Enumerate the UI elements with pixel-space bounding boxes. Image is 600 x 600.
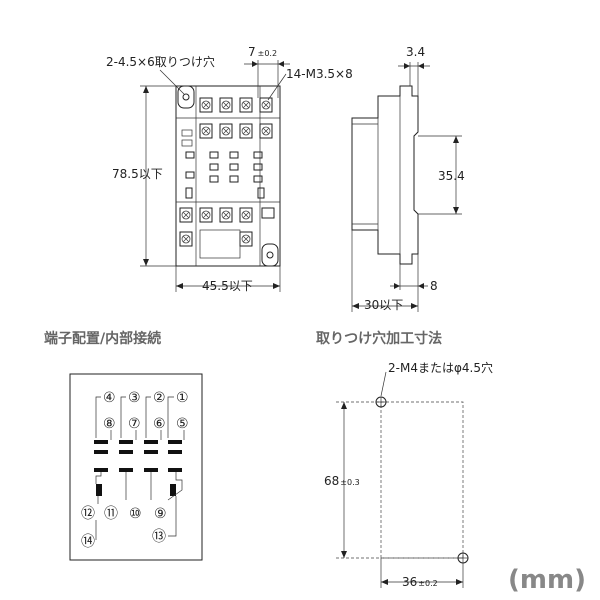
cutout-hole-bottom-icon xyxy=(457,552,469,564)
terminal-8: ⑧ xyxy=(103,416,116,432)
terminals-label: 14-M3.5×8 xyxy=(286,67,353,81)
terminal-1: ① xyxy=(176,390,189,406)
coil-icon xyxy=(96,484,102,496)
wiring-title: 端子配置/内部接続 xyxy=(44,330,161,347)
width-dimension-label: 45.5以下 xyxy=(202,279,253,293)
contact-slots xyxy=(185,151,265,199)
pitch-dimension-label: 7±0.2 xyxy=(248,45,277,59)
mount-holes-label: 2-4.5×6取りつけ穴 xyxy=(106,54,215,69)
wiring-diagram: ④ ③ ② ① ⑧ ⑦ ⑥ ⑤ xyxy=(69,373,203,561)
screw-terminal-row-4 xyxy=(179,229,253,259)
rail-height-label: 35.4 xyxy=(438,169,465,183)
terminal-14: ⑭ xyxy=(81,534,95,550)
rail-depth-label: 8 xyxy=(430,279,438,293)
socket-top-view: 7±0.2 2-4.5×6取りつけ穴 14-M3.5×8 78.5以下 45.5… xyxy=(106,45,353,293)
socket-side-view: 3.4 35.4 8 30以下 xyxy=(351,45,465,312)
screw-terminal-row-3 xyxy=(179,207,275,223)
terminal-2: ② xyxy=(153,390,166,406)
terminal-10: ⑩ xyxy=(129,506,142,522)
wiring-frame xyxy=(69,373,203,561)
mounting-hole-bottom-icon xyxy=(261,243,279,267)
socket-body-outline xyxy=(175,85,281,267)
terminal-12: ⑫ xyxy=(81,506,95,522)
hole-spec-label: 2-M4またはφ4.5穴 xyxy=(388,360,493,375)
unit-label: (mm) xyxy=(508,565,586,595)
terminal-6: ⑥ xyxy=(153,416,166,432)
cutout-height-label: 68±0.3 xyxy=(324,474,360,488)
cutout-drawing: 2-M4またはφ4.5穴 68±0.3 36±0.2 xyxy=(324,360,493,589)
terminal-4: ④ xyxy=(103,390,116,406)
screw-terminal-row-2 xyxy=(199,123,273,139)
cutout-width-label: 36±0.2 xyxy=(402,575,438,589)
terminal-numbers-row2: ⑧ ⑦ ⑥ ⑤ xyxy=(103,416,189,432)
terminal-numbers-row3: ⑫ ⑪ ⑩ ⑨ xyxy=(81,506,167,522)
cutout-title: 取りつけ穴加工寸法 xyxy=(316,330,442,347)
terminal-13: ⑬ xyxy=(152,529,166,545)
mounting-hole-top-icon xyxy=(177,85,195,109)
terminal-7: ⑦ xyxy=(128,416,141,432)
height-dimension-label: 78.5以下 xyxy=(112,167,163,181)
side-profile-outline xyxy=(351,85,419,265)
terminal-numbers-top: ④ ③ ② ① xyxy=(103,390,189,406)
terminal-3: ③ xyxy=(128,390,141,406)
terminal-11: ⑪ xyxy=(104,506,118,522)
depth-dimension-label: 30以下 xyxy=(364,298,403,312)
top-offset-label: 3.4 xyxy=(406,45,425,59)
contact-bars xyxy=(94,440,182,472)
terminal-9: ⑨ xyxy=(154,506,167,522)
screw-terminal-row-1 xyxy=(199,97,273,113)
cutout-hole-top-icon xyxy=(375,396,387,408)
terminal-5: ⑤ xyxy=(176,416,189,432)
